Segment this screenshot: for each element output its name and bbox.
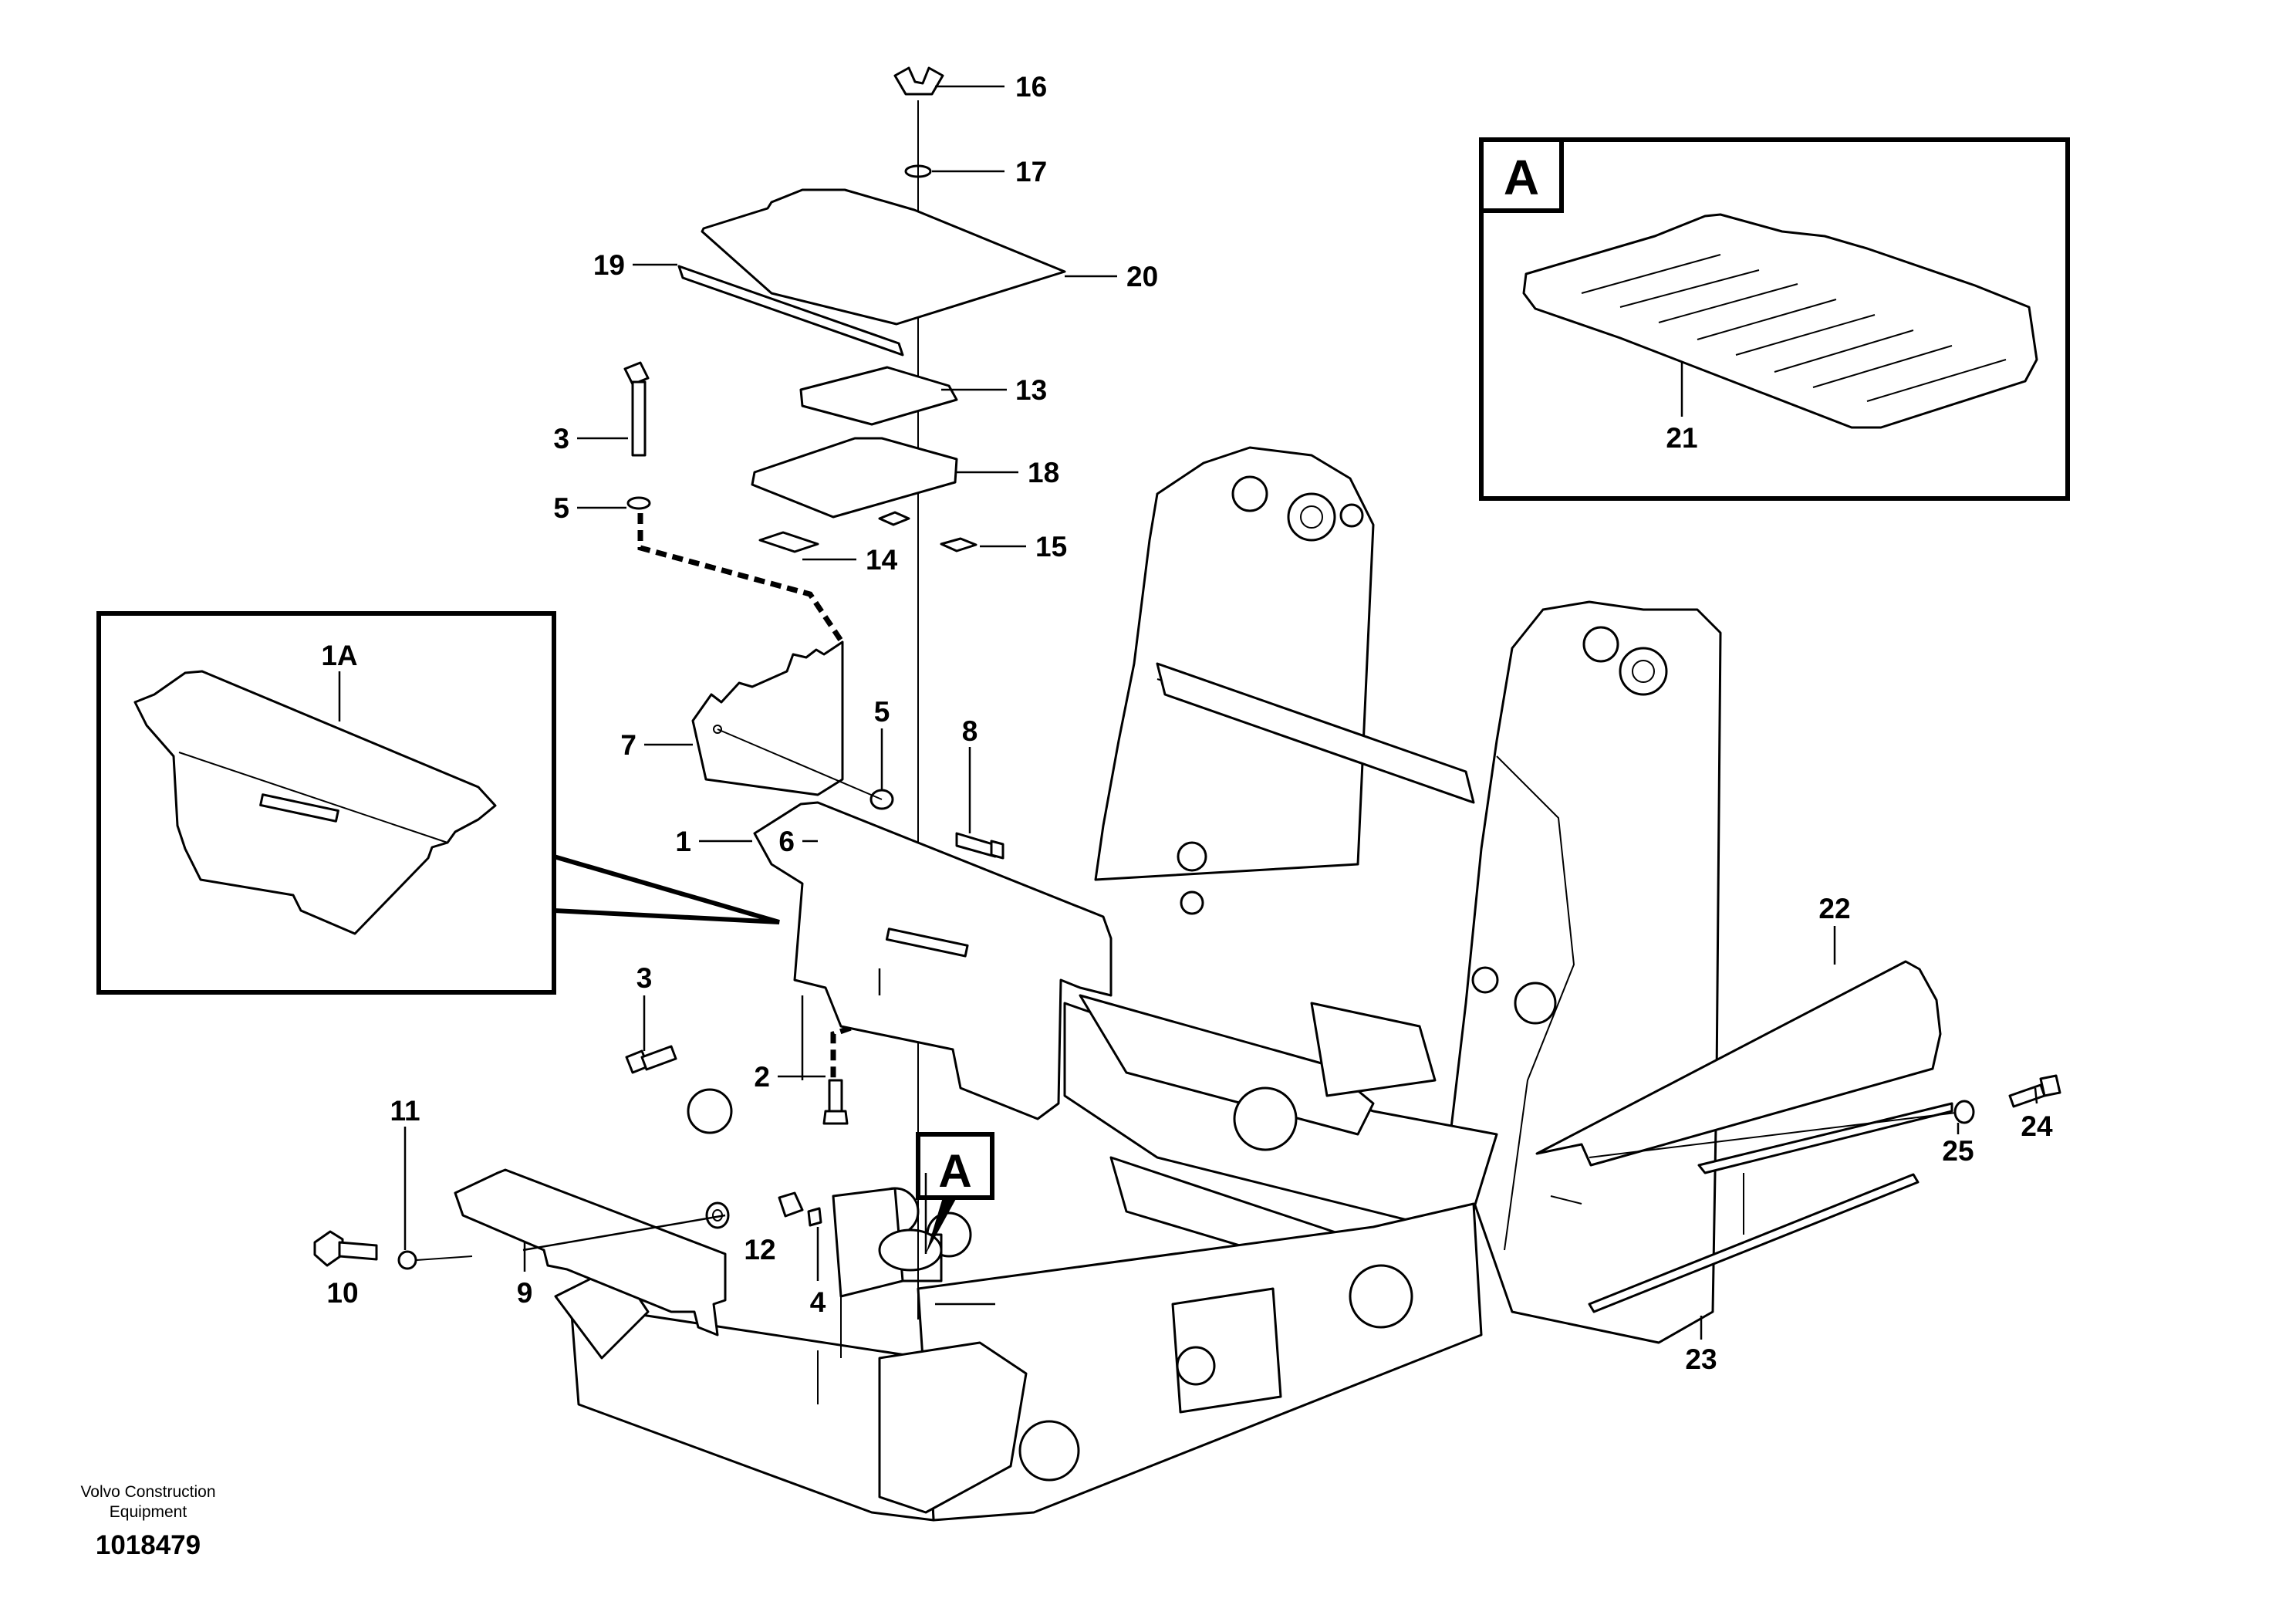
callout-labels: 16 17 19 20 13 3 18 5 14 15 1A 7 5 8 1 6… xyxy=(321,71,2053,1375)
callout-1a: 1A xyxy=(321,640,357,671)
callout-15: 15 xyxy=(1035,531,1067,563)
guard-9-assembly xyxy=(313,1168,822,1336)
callout-1: 1 xyxy=(675,826,691,857)
callout-8: 8 xyxy=(962,715,978,747)
callout-5-mid: 5 xyxy=(874,696,890,728)
callout-3-top: 3 xyxy=(553,423,569,454)
credit-line-1: Volvo Construction xyxy=(80,1483,215,1501)
callout-13: 13 xyxy=(1015,374,1047,406)
inset-1a-box xyxy=(96,611,780,995)
callout-10: 10 xyxy=(326,1277,358,1309)
callout-12: 12 xyxy=(744,1234,775,1265)
callout-3-lower: 3 xyxy=(636,962,653,994)
inset-a-box: A xyxy=(1479,137,2070,501)
callout-leaders xyxy=(338,85,2038,1340)
callout-14: 14 xyxy=(866,544,898,576)
callout-9: 9 xyxy=(517,1277,533,1309)
callout-22: 22 xyxy=(1818,893,1850,924)
guard-22-assembly xyxy=(1535,960,2061,1313)
callout-21: 21 xyxy=(1666,422,1697,454)
callout-18: 18 xyxy=(1028,457,1059,488)
callout-16: 16 xyxy=(1015,71,1047,103)
credit-line-2: Equipment xyxy=(110,1503,187,1521)
callout-7: 7 xyxy=(620,729,636,761)
callout-4: 4 xyxy=(810,1286,826,1318)
inset-letter: A xyxy=(1504,150,1539,205)
callout-23: 23 xyxy=(1685,1343,1717,1375)
callout-24: 24 xyxy=(2021,1110,2053,1142)
callout-5-top: 5 xyxy=(553,492,569,524)
doc-number: 1018479 xyxy=(96,1530,201,1560)
view-a-marker: A xyxy=(916,1132,994,1254)
callout-19: 19 xyxy=(593,249,625,281)
callout-2: 2 xyxy=(754,1061,770,1093)
footer-credit: Volvo Construction Equipment 1018479 xyxy=(80,1483,215,1560)
callout-17: 17 xyxy=(1015,156,1047,188)
callout-25: 25 xyxy=(1942,1135,1974,1167)
upper-plates xyxy=(623,66,1113,1320)
chassis-frame xyxy=(554,446,1722,1522)
callout-20: 20 xyxy=(1126,261,1158,292)
callout-6: 6 xyxy=(778,826,795,857)
callout-11: 11 xyxy=(390,1095,420,1127)
marker-letter: A xyxy=(938,1145,971,1197)
